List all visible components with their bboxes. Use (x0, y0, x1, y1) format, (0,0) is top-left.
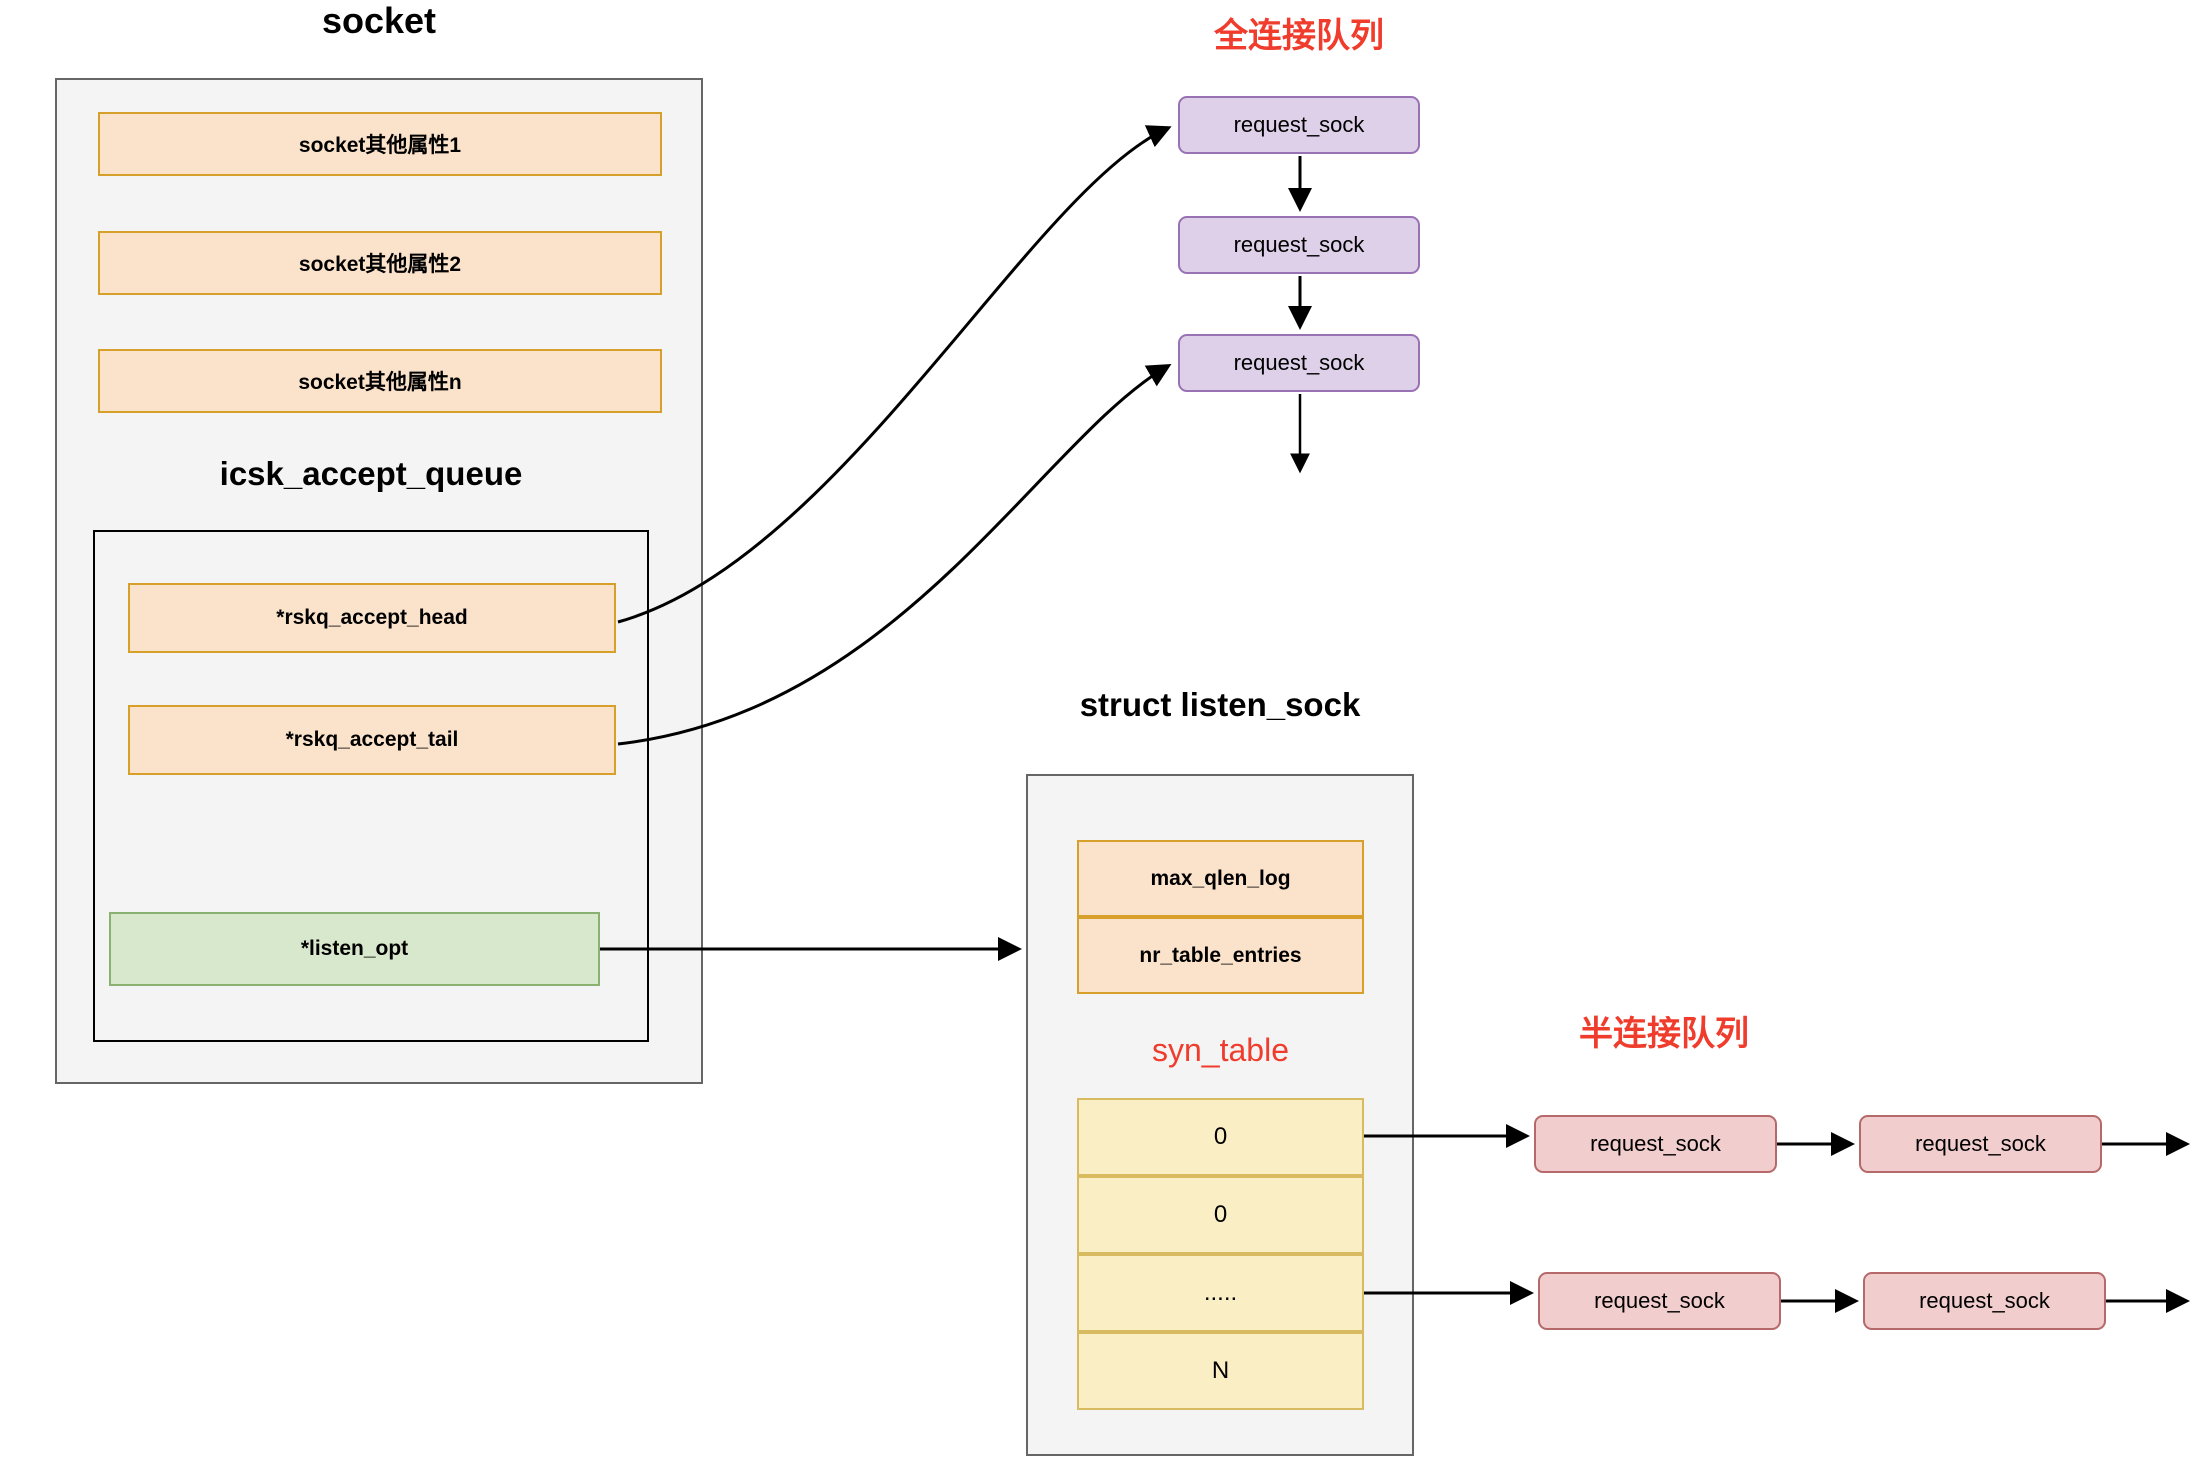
accept-queue-node-1: request_sock (1178, 96, 1420, 154)
listen-opt-field: *listen_opt (109, 912, 600, 986)
max-qlen-log-field: max_qlen_log (1077, 840, 1364, 917)
icsk-accept-queue-title: icsk_accept_queue (219, 455, 523, 492)
syn-table-title: syn_table (1152, 1032, 1289, 1068)
socket-field-1: socket其他属性1 (98, 112, 662, 176)
socket-title: socket (321, 0, 437, 41)
icsk-accept-queue-panel (93, 530, 649, 1042)
nr-table-entries-field: nr_table_entries (1077, 917, 1364, 994)
syn-queue-row2-node1: request_sock (1538, 1272, 1781, 1330)
syn-queue-cn-title: 半连接队列 (1579, 1015, 1749, 1053)
listen-sock-title: struct listen_sock (1079, 686, 1361, 723)
syn-queue-row1-node1: request_sock (1534, 1115, 1777, 1173)
syn-table-cell-2: ..... (1077, 1254, 1364, 1332)
accept-queue-node-3: request_sock (1178, 334, 1420, 392)
accept-queue-cn-title: 全连接队列 (1214, 17, 1384, 55)
syn-queue-row1-node2: request_sock (1859, 1115, 2102, 1173)
syn-table-cell-0: 0 (1077, 1098, 1364, 1176)
accept-queue-node-2: request_sock (1178, 216, 1420, 274)
syn-table-cell-3: N (1077, 1332, 1364, 1410)
syn-table-cell-1: 0 (1077, 1176, 1364, 1254)
syn-queue-row2-node2: request_sock (1863, 1272, 2106, 1330)
rskq-accept-head-field: *rskq_accept_head (128, 583, 616, 653)
socket-field-3: socket其他属性n (98, 349, 662, 413)
rskq-accept-tail-field: *rskq_accept_tail (128, 705, 616, 775)
socket-field-2: socket其他属性2 (98, 231, 662, 295)
